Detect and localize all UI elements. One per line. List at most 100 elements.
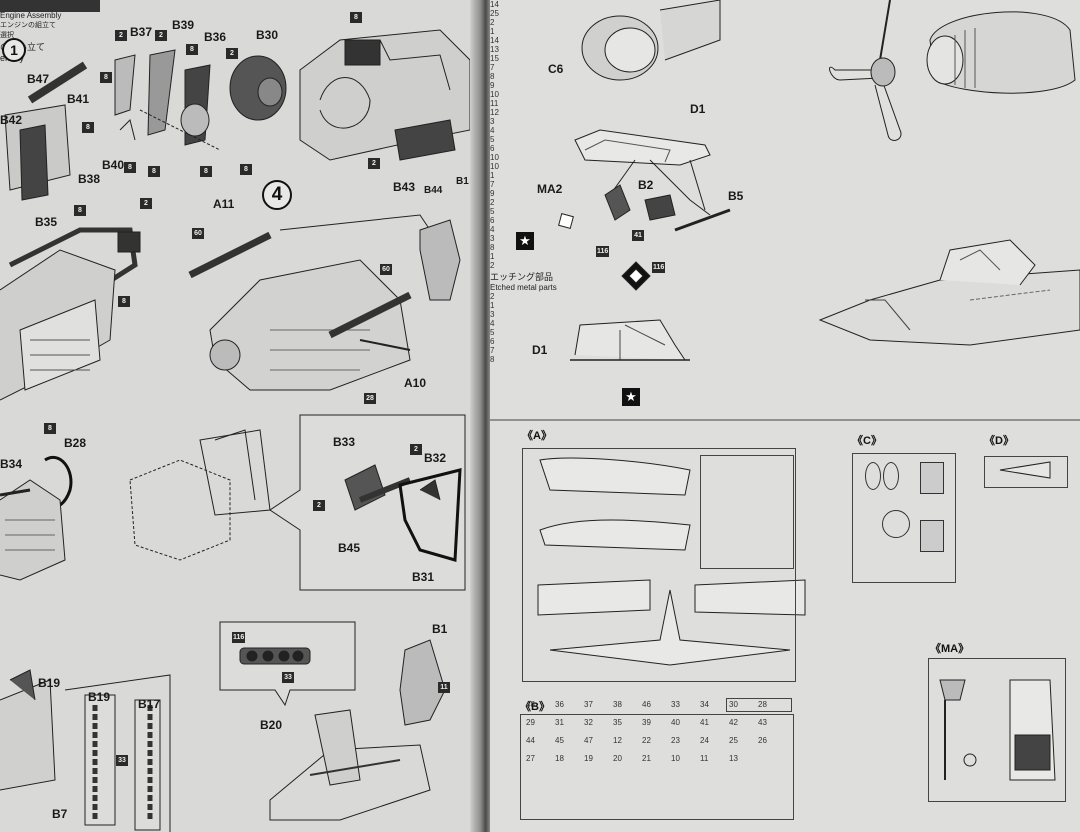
sprue-a-number: 10 [490, 90, 499, 99]
sprue-b-number: 22 [642, 736, 651, 745]
sprue-b-number: 42 [729, 718, 738, 727]
sprue-c-part [883, 462, 899, 490]
part-label-b20: B20 [260, 718, 283, 732]
sprue-a-number: 5 [490, 135, 495, 144]
paint-badge: 2 [410, 444, 422, 455]
sprue-b-number: 21 [642, 754, 651, 763]
sprue-ma-frame [928, 658, 1066, 802]
sprue-b-number: 40 [671, 718, 680, 727]
paint-badge: 11 [438, 682, 450, 693]
sprue-b-number: 27 [526, 754, 535, 763]
sprue-c-part [920, 520, 944, 552]
sprue-a-small-parts [700, 455, 794, 569]
left-page-drawings [0, 0, 471, 832]
decal-number: 14 [490, 0, 499, 9]
left-page: 1 エンジンの組み立て Engine Assembly エンジンの組立て 4 B… [0, 0, 482, 832]
sprue-a-number: 12 [490, 108, 499, 117]
part-label-b17: B17 [138, 697, 161, 711]
sprue-b-number: 32 [584, 718, 593, 727]
sprue-ma-number: 1 [490, 301, 495, 310]
sprue-a-number: 14 [490, 36, 499, 45]
sprue-b-number: 20 [613, 754, 622, 763]
sprue-b-number: 28 [758, 700, 767, 709]
paint-badge: 8 [186, 44, 198, 55]
sprue-a-number: 15 [490, 54, 499, 63]
sprue-c-number: 9 [490, 189, 495, 198]
part-label-b30: B30 [256, 28, 279, 42]
sprue-a-number: 8 [490, 72, 495, 81]
step-1-badge: 1 [2, 38, 26, 62]
sprue-b-number: 26 [758, 736, 767, 745]
sprue-b-number: 36 [555, 700, 564, 709]
sprue-c-part [882, 510, 910, 538]
sprue-a-number: 4 [490, 126, 495, 135]
sprue-b-number: 31 [555, 718, 564, 727]
sprue-b-number: 37 [584, 700, 593, 709]
sprue-b-number: 48 [526, 700, 535, 709]
sprue-d-number: 1 [490, 252, 495, 261]
sprue-d-number: 2 [490, 261, 495, 270]
step-1-title-en: Engine Assembly [0, 11, 62, 20]
step-4-badge: 4 [262, 180, 292, 210]
sprue-a-frame [522, 448, 796, 682]
sprue-c-number: 3 [490, 234, 495, 243]
part-label-ma2: MA2 [537, 182, 563, 196]
part-label-b40: B40 [102, 158, 125, 172]
sprue-ma-number: 6 [490, 337, 495, 346]
sprue-b-number: 38 [613, 700, 622, 709]
sprue-b-number: 33 [671, 700, 680, 709]
part-label-b44: B44 [424, 185, 443, 196]
sprue-b-number: 25 [729, 736, 738, 745]
part-label-b1: B1 [432, 622, 448, 636]
part-label-b35: B35 [35, 215, 58, 229]
part-label-b43: B43 [393, 180, 416, 194]
paint-badge: 60 [192, 228, 204, 239]
sprue-ma-number: 2 [490, 292, 495, 301]
paint-badge: 60 [380, 264, 392, 275]
part-label-b47: B47 [27, 72, 50, 86]
paint-badge: 8 [82, 122, 94, 133]
sprue-b-number: 29 [526, 718, 535, 727]
paint-badge: 8 [100, 72, 112, 83]
part-label-b42: B42 [0, 113, 23, 127]
sprue-b-number: 43 [758, 718, 767, 727]
right-page-drawings [490, 0, 1080, 781]
paint-badge: 33 [282, 672, 294, 683]
part-label-a10: A10 [404, 376, 427, 390]
sprue-c-number: 10 [490, 162, 499, 171]
sprue-c-title: 《C》 [852, 435, 882, 447]
sprue-c-number: 7 [490, 180, 495, 189]
paint-badge: 116 [596, 246, 610, 257]
sprue-b-number: 12 [613, 736, 622, 745]
sprue-b-number: 45 [555, 736, 564, 745]
sprue-c-number: 1 [490, 171, 495, 180]
sprue-a-number: 7 [490, 63, 495, 72]
part-label-b5: B5 [728, 189, 744, 203]
sprue-b-top-tab [726, 698, 792, 712]
sprue-a-number: 9 [490, 81, 495, 90]
right-page: C6 D1 MA2 B2 B5 D1 14 116 41 116 25 ★ ★ … [490, 0, 1080, 832]
paint-badge: 116 [232, 632, 246, 643]
sprue-a-number: 11 [490, 99, 499, 108]
paint-badge: 8 [240, 164, 252, 175]
sprue-c-number: 6 [490, 216, 495, 225]
paint-badge: 8 [124, 162, 136, 173]
sprue-ma-number: 8 [490, 355, 495, 364]
sprue-b-frame [520, 714, 794, 820]
star-icon: ★ [516, 232, 534, 250]
sprue-c-frame [852, 453, 956, 583]
part-label-b38: B38 [78, 172, 101, 186]
option-note: 選択 [0, 32, 14, 39]
paint-badge: 2 [226, 48, 238, 59]
star-icon: ★ [622, 388, 640, 406]
etched-parts-caption-en: Etched metal parts [490, 283, 557, 292]
part-label-b39: B39 [172, 18, 195, 32]
paint-badge: 2 [313, 500, 325, 511]
sprue-c-number: 10 [490, 153, 499, 162]
decal-number: 25 [490, 9, 499, 18]
paint-badge: 8 [74, 205, 86, 216]
paint-badge: 8 [44, 423, 56, 434]
sprue-a-number: 13 [490, 45, 499, 54]
etched-parts-caption-jp: エッチング部品 [490, 272, 554, 282]
sprue-c-number: 4 [490, 225, 495, 234]
